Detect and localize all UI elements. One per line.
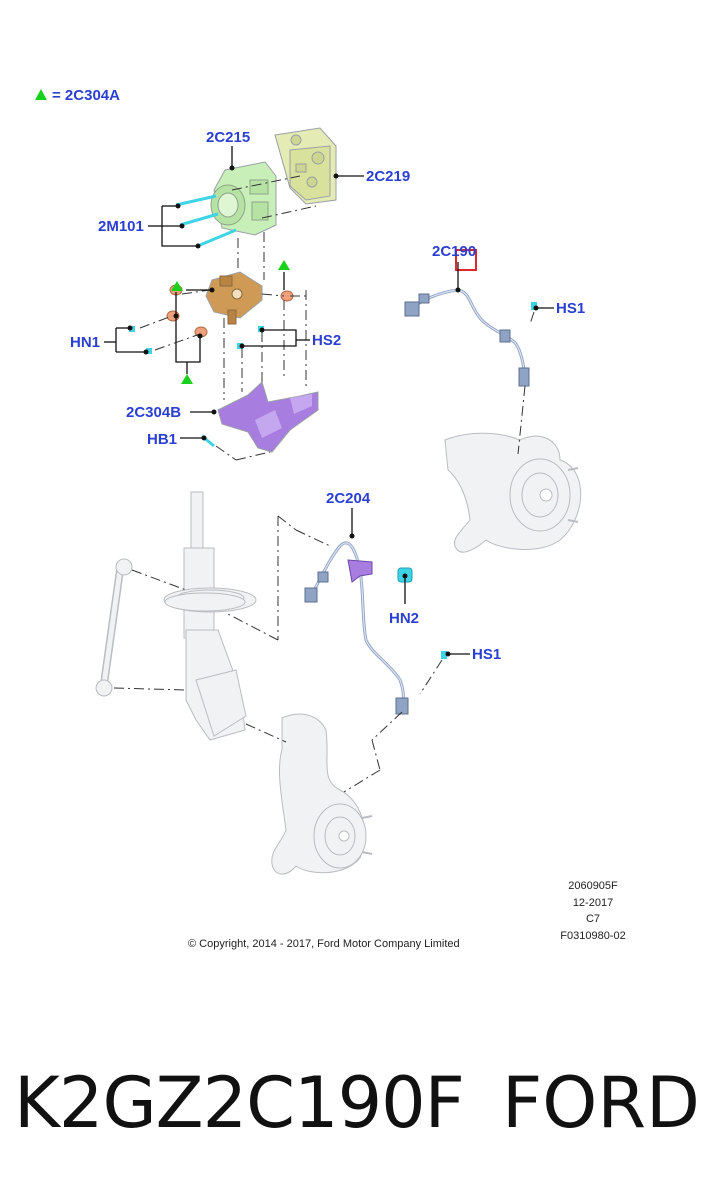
legend-triangle-marker (35, 89, 47, 100)
abs-module-2C215 (210, 161, 277, 236)
2c304a-markers (171, 260, 290, 384)
brand-name: FORD (502, 1062, 700, 1144)
highlight-box (455, 249, 477, 271)
wheel-speed-sensor-2C204 (304, 541, 447, 793)
callout-2C204: 2C204 (326, 490, 371, 539)
drawing-reference: F0310980-02 (560, 930, 625, 942)
stabilizer-link (95, 558, 187, 697)
svg-text:2C204: 2C204 (326, 490, 371, 507)
exploded-parts-diagram: = 2C304A (35, 87, 626, 950)
drawing-info: 2060905F 12-2017 C7 F0310980-02 (560, 880, 625, 942)
callout-HS1-upper: HS1 (533, 300, 585, 317)
upper-bracket (205, 271, 263, 325)
lower-bracket-2C304B (217, 381, 319, 453)
copyright: © Copyright, 2014 - 2017, Ford Motor Com… (188, 938, 460, 950)
svg-text:HS1: HS1 (556, 300, 585, 317)
drawing-code: C7 (586, 913, 600, 925)
strut-assembly (163, 491, 257, 741)
svg-text:HN1: HN1 (70, 334, 100, 351)
svg-text:2M101: 2M101 (98, 218, 144, 235)
svg-text:2C219: 2C219 (366, 168, 410, 185)
drawing-number: 2060905F (568, 880, 618, 892)
assembly-lines-bottom (227, 515, 331, 641)
knuckle-upper (444, 432, 582, 553)
wheel-speed-sensor-2C190 (404, 288, 537, 455)
caption-bar: K2GZ2C190F FORD (0, 1040, 708, 1170)
svg-text:2C304B: 2C304B (126, 404, 181, 421)
callout-HN2: HN2 (389, 573, 419, 627)
svg-text:2C190: 2C190 (432, 243, 476, 260)
bolts-2M101 (175, 194, 237, 247)
svg-text:HS1: HS1 (472, 646, 501, 663)
legend: = 2C304A (35, 87, 120, 104)
callout-2C190: 2C190 (432, 243, 476, 293)
callout-2C304B: 2C304B (126, 404, 217, 421)
hcu-block-2C219 (274, 127, 337, 205)
callout-2C215: 2C215 (206, 129, 250, 171)
callout-2M101: 2M101 (98, 203, 201, 249)
part-number: K2GZ2C190F (14, 1062, 465, 1144)
svg-text:2C215: 2C215 (206, 129, 250, 146)
callout-HS2: HS2 (239, 327, 341, 349)
svg-text:HS2: HS2 (312, 332, 341, 349)
legend-text: = 2C304A (52, 87, 120, 104)
callout-HN1: HN1 (70, 325, 149, 355)
callout-HB1: HB1 (147, 431, 207, 448)
callout-HS1-lower: HS1 (445, 646, 501, 663)
knuckle-lower (271, 713, 373, 875)
svg-text:HN2: HN2 (389, 610, 419, 627)
drawing-date: 12-2017 (573, 897, 613, 909)
insulator-leaders (173, 272, 285, 374)
svg-text:HB1: HB1 (147, 431, 177, 448)
callout-2C219: 2C219 (333, 168, 410, 185)
